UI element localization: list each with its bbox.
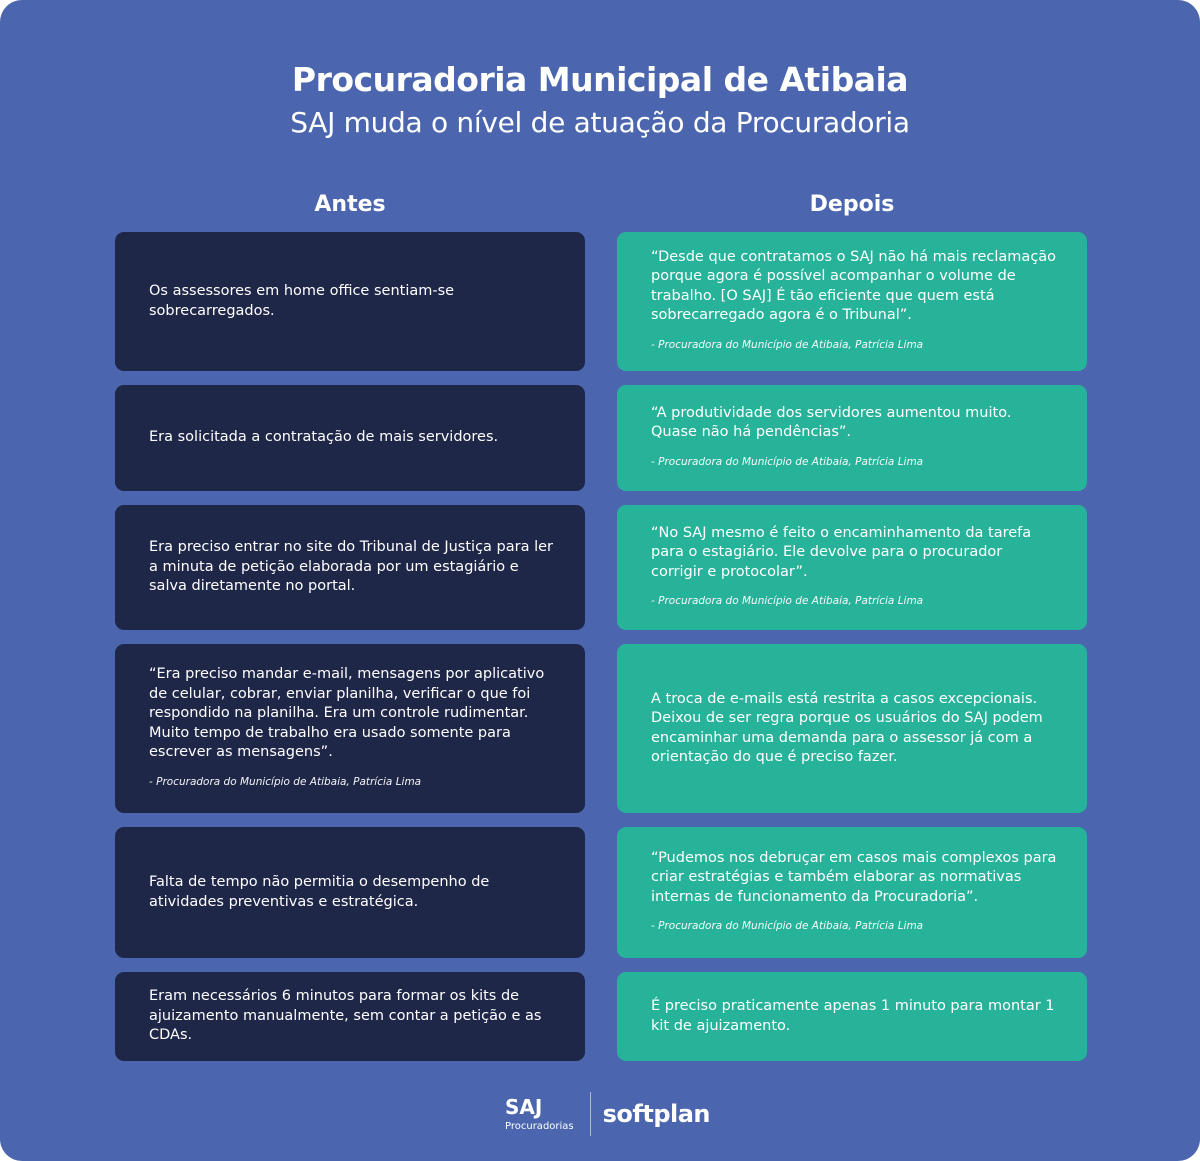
before-text: Eram necessários 6 minutos para formar o… [149, 988, 542, 1044]
after-text: “Pudemos nos debruçar em casos mais comp… [651, 849, 1057, 905]
before-text: Falta de tempo não permitia o desempenho… [149, 874, 490, 910]
comparison-row: Os assessores em home office sentiam-se … [115, 232, 1087, 371]
footer-logos: SAJ Procuradorias softplan [505, 1092, 711, 1136]
page-title: Procuradoria Municipal de Atibaia [291, 60, 909, 99]
after-card: “A produtividade dos servidores aumentou… [617, 385, 1087, 491]
column-heading-before: Antes [314, 192, 386, 217]
after-card: “Desde que contratamos o SAJ não há mais… [617, 232, 1087, 371]
before-text: Era preciso entrar no site do Tribunal d… [149, 539, 554, 595]
comparison-rows: Os assessores em home office sentiam-se … [115, 232, 1087, 1075]
comparison-row: Era preciso entrar no site do Tribunal d… [115, 505, 1087, 630]
quote-attribution: - Procuradora do Município de Atibaia, P… [651, 595, 924, 607]
after-text: “Desde que contratamos o SAJ não há mais… [651, 248, 1057, 324]
before-card: Era solicitada a contratação de mais ser… [115, 385, 585, 491]
after-card: “No SAJ mesmo é feito o encaminhamento d… [617, 505, 1087, 630]
comparison-row: “Era preciso mandar e-mail, mensagens po… [115, 644, 1087, 813]
before-card: Era preciso entrar no site do Tribunal d… [115, 505, 585, 630]
before-text: Era solicitada a contratação de mais ser… [149, 429, 499, 446]
after-card: “Pudemos nos debruçar em casos mais comp… [617, 827, 1087, 958]
quote-attribution: - Procuradora do Município de Atibaia, P… [651, 338, 924, 351]
before-text: “Era preciso mandar e-mail, mensagens po… [149, 666, 545, 760]
after-text: A troca de e-mails está restrita a casos… [651, 690, 1043, 766]
after-text: É preciso praticamente apenas 1 minuto p… [651, 998, 1055, 1034]
after-text: “No SAJ mesmo é feito o encaminhamento d… [651, 524, 1032, 580]
softplan-logo: softplan [602, 1100, 711, 1128]
comparison-row: Era solicitada a contratação de mais ser… [115, 385, 1087, 491]
saj-logo-text: SAJ [505, 1094, 543, 1119]
comparison-row: Eram necessários 6 minutos para formar o… [115, 972, 1087, 1061]
quote-attribution: - Procuradora do Município de Atibaia, P… [651, 455, 924, 468]
quote-attribution: - Procuradora do Município de Atibaia, P… [149, 775, 422, 788]
after-text: “A produtividade dos servidores aumentou… [651, 404, 1012, 441]
after-card: É preciso praticamente apenas 1 minuto p… [617, 972, 1087, 1061]
quote-attribution: - Procuradora do Município de Atibaia, P… [651, 920, 924, 932]
logo-divider [589, 1092, 591, 1136]
comparison-row: Falta de tempo não permitia o desempenho… [115, 827, 1087, 958]
column-heading-after: Depois [809, 192, 895, 217]
saj-logo-subtext: Procuradorias [505, 1120, 574, 1132]
before-text: Os assessores em home office sentiam-se … [149, 283, 455, 319]
before-card: Falta de tempo não permitia o desempenho… [115, 827, 585, 958]
before-card: Os assessores em home office sentiam-se … [115, 232, 585, 371]
before-card: Eram necessários 6 minutos para formar o… [115, 972, 585, 1061]
page-subtitle: SAJ muda o nível de atuação da Procurado… [290, 106, 910, 139]
saj-logo: SAJ Procuradorias [505, 1097, 574, 1132]
after-card: A troca de e-mails está restrita a casos… [617, 644, 1087, 813]
before-card: “Era preciso mandar e-mail, mensagens po… [115, 644, 585, 813]
